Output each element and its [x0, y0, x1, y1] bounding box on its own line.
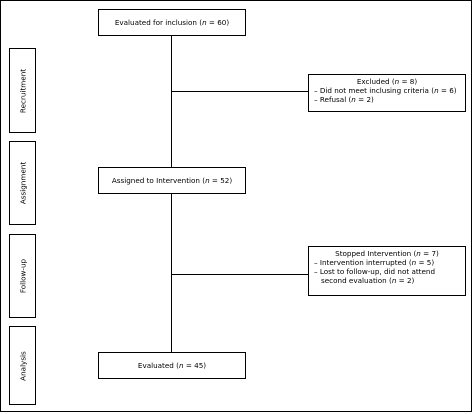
stopped-intervention-box: Stopped Intervention (n = 7) – Intervent…	[308, 246, 466, 296]
stage-assignment: Assignment	[9, 141, 36, 225]
evaluated-text: Evaluated (n = 45)	[137, 361, 207, 370]
stage-recruitment-label: Recruitment	[18, 68, 27, 113]
excluded-title: Excluded (n = 8)	[356, 77, 418, 86]
evaluated-for-inclusion-text: Evaluated for inclusion (n = 60)	[114, 18, 230, 27]
excluded-item-criteria: – Did not meet inclusing criteria (n = 6…	[314, 86, 457, 95]
stage-recruitment: Recruitment	[9, 48, 36, 133]
assigned-to-intervention-box: Assigned to Intervention (n = 52)	[98, 167, 246, 194]
stage-analysis: Analysis	[9, 326, 36, 405]
stopped-connector	[171, 274, 308, 275]
excluded-connector	[171, 91, 308, 92]
stage-assignment-label: Assignment	[18, 161, 27, 205]
stage-followup: Follow-up	[9, 234, 36, 318]
main-connector	[171, 36, 172, 352]
assigned-to-intervention-text: Assigned to Intervention (n = 52)	[111, 176, 233, 185]
excluded-item-refusal: – Refusal (n = 2)	[314, 95, 374, 104]
stopped-title: Stopped Intervention (n = 7)	[335, 249, 439, 258]
evaluated-for-inclusion-box: Evaluated for inclusion (n = 60)	[98, 9, 246, 36]
stage-followup-label: Follow-up	[18, 258, 27, 294]
stopped-item-lost-line2: second evaluation (n = 2)	[321, 276, 415, 285]
evaluated-box: Evaluated (n = 45)	[98, 352, 246, 379]
stage-analysis-label: Analysis	[18, 350, 27, 381]
stopped-item-lost-line1: – Lost to follow-up, did not attend	[314, 267, 436, 276]
stopped-item-interrupted: – Intervention interrupted (n = 5)	[314, 258, 435, 267]
excluded-box: Excluded (n = 8) – Did not meet inclusin…	[308, 74, 466, 112]
